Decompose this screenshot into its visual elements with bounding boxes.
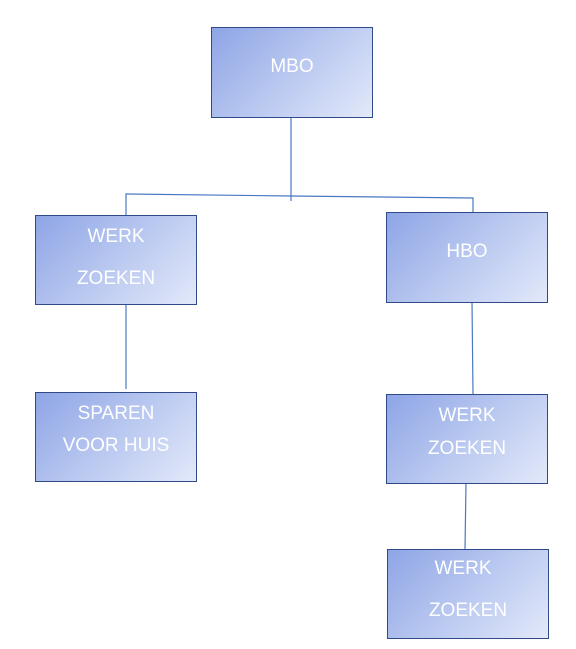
node-sparen-voor-huis-line2: VOOR HUIS: [62, 435, 170, 456]
node-sparen-voor-huis: SPAREN VOOR HUIS: [35, 392, 197, 482]
node-werk-zoeken-left-line2: ZOEKEN: [76, 268, 156, 289]
node-werk-zoeken-left: WERK ZOEKEN: [35, 215, 197, 305]
node-werk-zoeken-bottom-line1: WERK: [434, 558, 492, 579]
node-hbo-label: HBO: [446, 241, 488, 262]
node-werk-zoeken-right-line1: WERK: [438, 405, 496, 426]
node-sparen-voor-huis-line1: SPAREN: [77, 403, 155, 424]
connector-werk-to-werk-bottom: [464, 482, 467, 550]
node-mbo: MBO: [211, 27, 373, 118]
node-hbo: HBO: [386, 212, 548, 303]
node-mbo-label: MBO: [270, 56, 314, 77]
connector-hbo-to-werk: [471, 301, 474, 395]
node-werk-zoeken-left-line1: WERK: [87, 226, 145, 247]
node-werk-zoeken-right-line2: ZOEKEN: [427, 438, 507, 459]
node-werk-zoeken-bottom: WERK ZOEKEN: [387, 549, 549, 639]
node-werk-zoeken-bottom-line2: ZOEKEN: [428, 600, 508, 621]
node-werk-zoeken-right: WERK ZOEKEN: [386, 394, 548, 484]
connector-branch-bar: [125, 193, 474, 215]
